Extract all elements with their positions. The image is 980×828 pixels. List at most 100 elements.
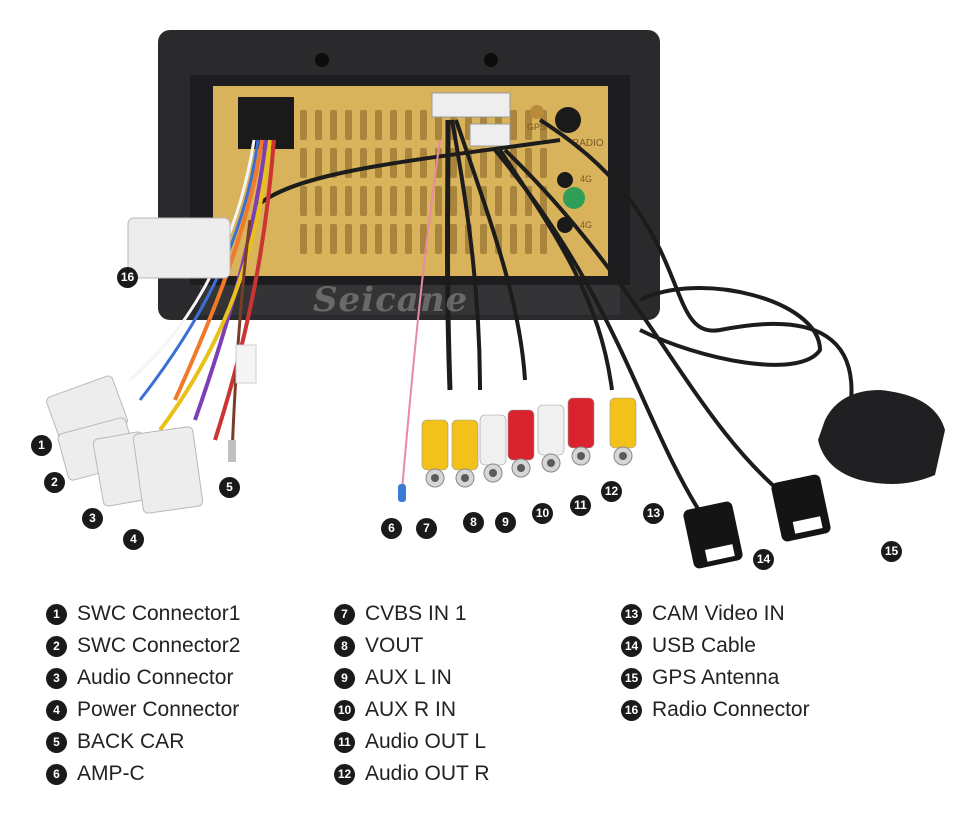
legend-label: AUX L IN [365,666,452,689]
legend-label: AUX R IN [365,698,457,721]
rca-plug-pin [517,464,525,472]
rca-plug-pin [547,459,555,467]
legend-label: Audio OUT R [365,762,490,785]
legend-number-badge: 15 [621,667,642,689]
callout-11: 11 [570,495,591,516]
usb-socket [469,123,511,147]
av-cable-bundle [454,119,527,381]
vent-slot [450,224,457,254]
av-cable-bundle [445,119,453,391]
callout-10: 10 [532,503,553,524]
vent-slot [435,224,442,254]
callout-12: 12 [601,481,622,502]
wire-harness [158,139,272,432]
usb-port-slot [792,516,823,534]
vent-slot [510,224,517,254]
gps-port-label: GPS [527,122,546,132]
rca-plugs [421,397,637,488]
legend-label: Radio Connector [652,698,810,721]
legend-number-badge: 14 [621,635,642,657]
legend-item: 4 Power Connector [46,694,240,726]
vent-slot [510,186,517,216]
vent-slot [300,186,307,216]
legend-number-badge: 5 [46,731,67,753]
vent-slot [330,110,337,140]
vent-slot [390,110,397,140]
radio-port [555,107,581,133]
vent-slot [315,110,322,140]
legend-number-badge: 1 [46,603,67,625]
vent-slot [360,148,367,178]
legend-label: SWC Connector1 [77,602,241,625]
callout-1: 1 [31,435,52,456]
rca-plug-pin [489,469,497,477]
back-car-wire [230,219,252,456]
legend-label: AMP-C [77,762,145,785]
rca-plug-body [421,419,449,471]
callout-16: 16 [117,267,138,288]
callout-15: 15 [881,541,902,562]
vent-slot [300,148,307,178]
usb-cable [493,148,707,522]
legend-number-badge: 12 [334,763,355,785]
vent-slot [480,224,487,254]
legend-number-badge: 16 [621,699,642,721]
power-connector [132,426,204,514]
radio-port-label: RADIO [572,138,604,149]
vent-slot [435,186,442,216]
vent-grille [300,110,547,254]
legend-item: 7 CVBS IN 1 [334,598,490,630]
wire-label-tag [235,344,257,384]
legend-item: 1 SWC Connector1 [46,598,240,630]
legend-label: VOUT [365,634,424,657]
rca-plug-body [507,409,535,461]
vent-slot [300,224,307,254]
vent-slot [495,186,502,216]
legend-item: 15 GPS Antenna [621,662,810,694]
usb-cable [503,148,792,502]
legend-number-badge: 7 [334,603,355,625]
callout-14: 14 [753,549,774,570]
rca-plug-pin [461,474,469,482]
legend-label: USB Cable [652,634,756,657]
vent-slot [375,148,382,178]
vent-slot [300,110,307,140]
legend-number-badge: 11 [334,731,355,753]
legend-label: CVBS IN 1 [365,602,467,625]
4g-port-label: 4G [580,174,592,184]
vent-slot [540,110,547,140]
legend-label: Power Connector [77,698,240,721]
black-cable [256,138,561,207]
legend-item: 11 Audio OUT L [334,726,490,758]
callout-13: 13 [643,503,664,524]
legend-number-badge: 4 [46,699,67,721]
legend-label: Audio OUT L [365,730,487,753]
legend-label: GPS Antenna [652,666,780,689]
vent-slot [360,224,367,254]
vent-slot [315,224,322,254]
vent-slot [330,148,337,178]
callout-6: 6 [381,518,402,539]
gps-cable [538,118,854,411]
rca-plug-body [537,404,565,456]
green-sticker [563,187,585,209]
legend-number-badge: 13 [621,603,642,625]
vent-slot [330,224,337,254]
4g-port [557,172,573,188]
callout-7: 7 [416,518,437,539]
vent-slot [540,148,547,178]
4g-port-label: 4G [580,220,592,230]
vent-slot [525,224,532,254]
screw-hole [315,53,329,67]
rca-plug-body [567,397,595,449]
vent-slot [390,224,397,254]
legend-label: Audio Connector [77,666,234,689]
vent-slot [375,224,382,254]
legend-number-badge: 9 [334,667,355,689]
